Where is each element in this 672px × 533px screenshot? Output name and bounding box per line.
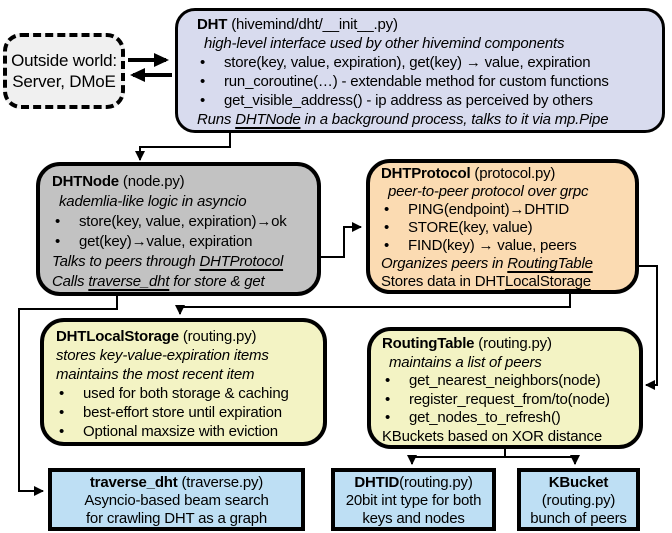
outside-world-line1: Outside world: — [11, 51, 117, 70]
dhtid-line3: keys and nodes — [362, 510, 465, 527]
routingtable-subtitle: maintains a list of peers — [389, 353, 542, 371]
dhtlocalstorage-class-name: DHTLocalStorage — [56, 328, 179, 345]
dhtprotocol-bullet-find: •FIND(key) → value, peers — [381, 237, 629, 255]
dhtid-file-name: (routing.py) — [399, 474, 473, 491]
kbucket-class-name: KBucket — [548, 474, 609, 491]
traverse-dht-box: traverse_dht (traverse.py) Asyncio-based… — [48, 468, 305, 531]
dhtnode-bullet-get: •get(key)→value, expiration — [52, 232, 311, 252]
kbucket-line3: bunch of peers — [530, 510, 627, 527]
dht-subtitle: high-level interface used by other hivem… — [204, 35, 565, 52]
dhtprotocol-footer-storage: Stores data in DHTLocalStorage — [381, 273, 591, 290]
dhtlocalstorage-subtitle1: stores key-value-expiration items — [56, 347, 269, 364]
bullet-icon: • — [59, 385, 65, 402]
bullet-icon: • — [384, 237, 390, 254]
bullet-icon: • — [384, 201, 390, 218]
bullet-icon: • — [200, 92, 206, 109]
dhtlocalstorage-bullet-besteffort: •best-effort store until expiration — [56, 403, 317, 422]
dhtnode-file-name: (node.py) — [118, 173, 185, 190]
dhtid-box: DHTID(routing.py) 20bit int type for bot… — [331, 468, 496, 531]
dhtprotocol-box: DHTProtocol (protocol.py) peer-to-peer p… — [366, 159, 639, 294]
dhtnode-ref: DHTNode — [235, 111, 301, 128]
bullet-icon: • — [200, 73, 206, 90]
dhtnode-bullet-store: •store(key, value, expiration)→ok — [52, 212, 311, 232]
traverse-func-name: traverse_dht — [89, 474, 178, 491]
routingtable-class-name: RoutingTable — [382, 335, 475, 352]
traverse-line3: for crawling DHT as a graph — [85, 510, 268, 527]
dhtlocalstorage-box: DHTLocalStorage (routing.py) stores key-… — [40, 318, 327, 446]
dht-box: DHT (hivemind/dht/__init__.py) high-leve… — [175, 8, 665, 133]
bullet-icon: • — [59, 404, 65, 421]
dhtid-class-name: DHTID — [354, 474, 400, 491]
dhtlocalstorage-subtitle2: maintains the most recent item — [56, 366, 255, 383]
bullet-icon: • — [385, 409, 391, 426]
dht-bullet-get-visible-address: •get_visible_address() - ip address as p… — [197, 91, 654, 110]
localstorage-ref: LocalStorage — [504, 273, 591, 290]
dhtnode-title: DHTNode (node.py) — [52, 172, 311, 192]
bullet-icon: • — [59, 423, 65, 440]
dhtprotocol-subtitle: peer-to-peer protocol over grpc — [388, 183, 589, 200]
dhtid-line2: 20bit int type for both — [345, 492, 482, 509]
dhtprotocol-title: DHTProtocol (protocol.py) — [381, 165, 629, 183]
bullet-icon: • — [55, 213, 61, 230]
outside-world-box: Outside world: Server, DMoE — [3, 33, 125, 109]
bullet-icon: • — [385, 372, 391, 389]
routingtable-bullet-register: •register_request_from/to(node) — [382, 391, 633, 410]
dht-bullet-store: •store(key, value, expiration), get(key)… — [197, 53, 654, 72]
dht-bullet-run-coroutine: •run_coroutine(…) - extendable method fo… — [197, 72, 654, 91]
routingtable-footer: KBuckets based on XOR distance — [382, 427, 602, 445]
routingtable-bullet-refresh: •get_nodes_to_refresh() — [382, 409, 633, 428]
dhtprotocol-footer-routing: Organizes peers in RoutingTable — [381, 255, 593, 272]
bullet-icon: • — [200, 54, 206, 71]
dhtnode-subtitle: kademlia-like logic in asyncio — [59, 193, 247, 210]
bullet-icon: • — [55, 233, 61, 250]
routingtable-bullet-neighbors: •get_nearest_neighbors(node) — [382, 372, 633, 391]
dhtprotocol-bullet-store: •STORE(key, value) — [381, 219, 629, 237]
dhtprotocol-class-name: DHTProtocol — [381, 165, 471, 182]
dht-title: DHT (hivemind/dht/__init__.py) — [197, 15, 654, 34]
dhtlocalstorage-file-name: (routing.py) — [178, 328, 257, 345]
routingtable-title: RoutingTable (routing.py) — [382, 335, 633, 354]
dhtprotocol-ref: DHTProtocol — [199, 253, 284, 270]
routingtable-file-name: (routing.py) — [474, 335, 552, 352]
dhtlocalstorage-title: DHTLocalStorage (routing.py) — [56, 327, 317, 346]
dhtnode-class-name: DHTNode — [52, 173, 119, 190]
traverse-file-name: (traverse.py) — [177, 474, 264, 491]
traverse-line2: Asyncio-based beam search — [84, 492, 269, 509]
dht-class-name: DHT — [197, 16, 228, 33]
kbucket-box: KBucket (routing.py) bunch of peers — [517, 468, 640, 531]
outside-world-line2: Server, DMoE — [12, 72, 116, 91]
dhtlocalstorage-bullet-maxsize: •Optional maxsize with eviction — [56, 422, 317, 441]
dhtprotocol-bullet-ping: •PING(endpoint)→DHTID — [381, 201, 629, 219]
dhtprotocol-file-name: (protocol.py) — [470, 165, 556, 182]
kbucket-file-name: (routing.py) — [541, 492, 616, 509]
routingtable-ref: RoutingTable — [507, 255, 593, 272]
arrow-dhtnode-to-dhtprotocol — [316, 222, 362, 258]
dhtid-title: DHTID(routing.py) — [335, 474, 492, 492]
traverse-dht-ref: traverse_dht — [88, 273, 170, 290]
dhtnode-footer-protocol: Talks to peers through DHTProtocol — [52, 253, 284, 270]
dhtlocalstorage-bullet-usage: •used for both storage & caching — [56, 384, 317, 403]
routingtable-box: RoutingTable (routing.py) maintains a li… — [367, 327, 643, 449]
bullet-icon: • — [385, 390, 391, 408]
dht-footer: Runs DHTNode in a background process, ta… — [197, 111, 609, 128]
dhtnode-footer-traverse: Calls traverse_dht for store & get — [52, 273, 265, 290]
dht-file-name: (hivemind/dht/__init__.py) — [227, 16, 398, 33]
dhtnode-box: DHTNode (node.py) kademlia-like logic in… — [36, 162, 321, 296]
traverse-title: traverse_dht (traverse.py) — [52, 474, 301, 492]
bullet-icon: • — [384, 219, 390, 236]
